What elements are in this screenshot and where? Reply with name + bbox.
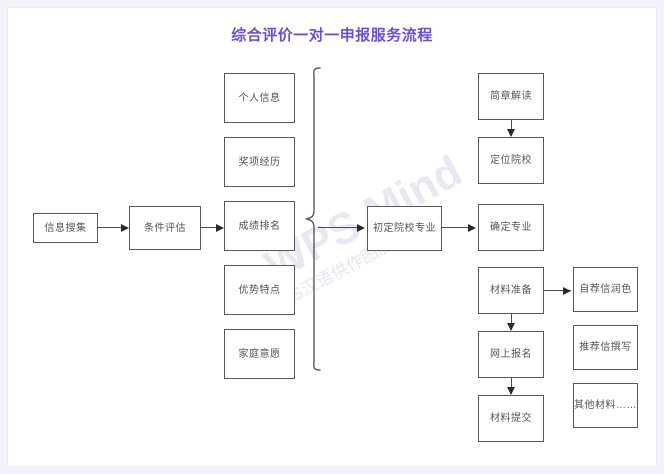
node-family-willingness[interactable]: 家庭意愿 — [224, 329, 295, 379]
connector-brace-n8 — [318, 227, 357, 228]
node-material-submission[interactable]: 材料提交 — [478, 395, 544, 442]
arrowhead-n1-n2 — [121, 224, 129, 232]
connector-n8-n11 — [442, 227, 468, 228]
arrowhead-n12-n13 — [507, 323, 515, 331]
connector-n12-n15 — [544, 290, 571, 291]
arrowhead-n13-n14 — [507, 387, 515, 395]
node-online-registration[interactable]: 网上报名 — [478, 331, 544, 378]
diagram-canvas: 综合评价一对一申报服务流程 WPS Mind WPS汉语供作图制作 信息搜集 条… — [8, 8, 656, 466]
node-self-recommendation-polishing[interactable]: 自荐信润色 — [573, 267, 638, 312]
arrowhead-n8-n11 — [468, 224, 476, 232]
arrowhead-n2-n5 — [216, 224, 224, 232]
connector-n9-n10 — [511, 120, 512, 136]
node-condition-evaluation[interactable]: 条件评估 — [129, 206, 201, 250]
node-preliminary-school-major[interactable]: 初定院校专业 — [367, 206, 442, 251]
arrowhead-n9-n10 — [507, 129, 515, 137]
node-personal-information[interactable]: 个人信息 — [224, 73, 295, 123]
node-brochure-interpretation[interactable]: 简章解读 — [478, 73, 544, 120]
node-determine-major[interactable]: 确定专业 — [478, 204, 544, 251]
node-grade-ranking[interactable]: 成绩排名 — [224, 201, 295, 251]
node-information-collection[interactable]: 信息搜集 — [33, 213, 98, 243]
node-advantage-features[interactable]: 优势特点 — [224, 265, 295, 315]
node-material-preparation[interactable]: 材料准备 — [478, 267, 544, 314]
arrowhead-n12-n15 — [563, 287, 571, 295]
node-recommendation-letter-writing[interactable]: 推荐信撰写 — [573, 325, 638, 370]
node-award-experience[interactable]: 奖项经历 — [224, 137, 295, 187]
connector-n2-n5 — [201, 227, 216, 228]
connector-n13-n14 — [511, 378, 512, 394]
node-target-schools[interactable]: 定位院校 — [478, 137, 544, 184]
page-title: 综合评价一对一申报服务流程 — [231, 27, 433, 44]
connector-n1-n2 — [98, 227, 121, 228]
connector-n12-n13 — [511, 314, 512, 330]
arrowhead-brace-n8 — [357, 224, 365, 232]
curly-brace-grouping — [305, 67, 321, 371]
node-other-materials[interactable]: 其他材料…… — [573, 383, 638, 428]
